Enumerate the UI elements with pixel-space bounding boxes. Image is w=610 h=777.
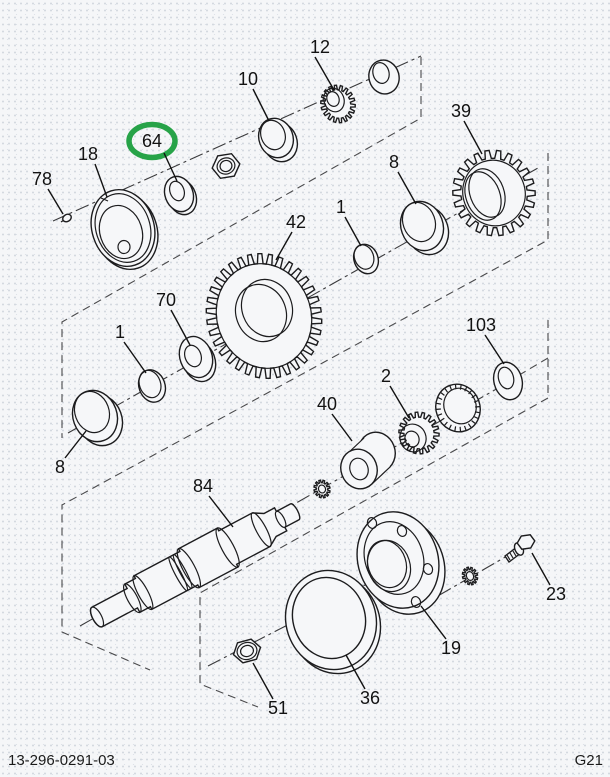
callout-leader-8-6 — [397, 171, 417, 205]
document-code: 13-296-0291-03 — [8, 752, 115, 769]
part-39-gear — [452, 149, 536, 237]
callout-label-18-4: 18 — [78, 144, 98, 164]
callout-leader-40-13 — [331, 413, 353, 442]
flange-bolt-hole — [410, 595, 422, 609]
callout-label-42-8: 42 — [286, 212, 306, 232]
callout-labels: 12 10 39 64 18 78 8 1 42 70 1 103 2 40 8 84 23 19 36 51 — [32, 37, 566, 718]
callout-label-78-5: 78 — [32, 169, 52, 189]
callout-label-51-19: 51 — [268, 698, 288, 718]
callout-label-70-9: 70 — [156, 290, 176, 310]
callout-label-8-14: 8 — [55, 457, 65, 477]
page-id: G21 — [574, 752, 603, 769]
callout-label-12-0: 12 — [310, 37, 330, 57]
callout-leader-1-10 — [123, 341, 147, 374]
callout-leader-18-4 — [94, 163, 108, 198]
callout-leader-1-7 — [344, 216, 362, 247]
callout-leader-70-9 — [170, 309, 191, 346]
part-42-gear — [205, 253, 323, 379]
callout-leader-78-5 — [47, 188, 64, 215]
callout-leader-103-11 — [484, 334, 505, 365]
callout-leader-10-1 — [252, 88, 270, 122]
axis-top-chain — [52, 55, 422, 222]
callout-label-1-10: 1 — [115, 322, 125, 342]
lock-washer-bolt — [461, 566, 479, 586]
part-64-washer — [163, 175, 198, 216]
serrated-bearing-cup — [435, 383, 481, 433]
callout-label-8-6: 8 — [389, 152, 399, 172]
part-23-bolt — [504, 534, 536, 564]
part-36-gasket-ring — [284, 569, 382, 675]
callout-label-1-7: 1 — [336, 197, 346, 217]
callout-label-103-11: 103 — [466, 315, 496, 335]
callout-leader-2-12 — [389, 385, 410, 419]
flange-bolt-hole — [396, 524, 408, 538]
lock-washer-shaft — [313, 479, 331, 499]
part-12-bearing-cone — [320, 84, 356, 124]
part-1-snap-ring-right — [352, 243, 380, 275]
callout-label-64-3: 64 — [142, 131, 162, 151]
part-10-bearing-cup — [257, 117, 299, 163]
axis-bolt — [416, 555, 508, 609]
part-2-bearing-cone — [398, 411, 440, 455]
callout-leader-84-15 — [208, 495, 234, 528]
part-84-countershaft — [89, 503, 301, 628]
part-70-thrust-washer — [178, 335, 217, 383]
part-8-bearing-cup-right — [399, 200, 450, 256]
part-18-bearing-shield — [90, 188, 159, 271]
callout-leader-23-16 — [531, 552, 551, 586]
flat-washer-top — [368, 59, 400, 95]
locknut-top — [211, 152, 241, 180]
part-40-spacer — [340, 431, 396, 490]
callout-leader-12-0 — [314, 56, 335, 91]
callout-label-19-17: 19 — [441, 638, 461, 658]
callout-label-36-18: 36 — [360, 688, 380, 708]
part-1-snap-ring-left — [137, 369, 167, 403]
callout-label-39-2: 39 — [451, 101, 471, 121]
callout-leader-51-19 — [252, 662, 274, 700]
callout-leader-64-3 — [163, 152, 178, 182]
flange-bolt-hole — [366, 516, 378, 530]
callout-leader-19-17 — [420, 605, 447, 640]
callout-leader-42-8 — [275, 231, 293, 261]
part-19-bearing-retainer-flange — [356, 511, 446, 615]
callout-label-23-16: 23 — [546, 584, 566, 604]
callout-leader-39-2 — [463, 120, 483, 155]
part-78-pin — [60, 213, 72, 223]
assembly-boundary-lines — [61, 57, 549, 708]
part-51-hex-nut — [232, 638, 262, 664]
part-8-bearing-cup-left — [71, 389, 124, 447]
callout-label-2-12: 2 — [381, 366, 391, 386]
callout-label-40-13: 40 — [317, 394, 337, 414]
callout-label-84-15: 84 — [193, 476, 213, 496]
flange-bolt-hole — [422, 562, 434, 576]
callout-leader-8-14 — [64, 430, 87, 459]
callout-label-10-1: 10 — [238, 69, 258, 89]
part-103-washer — [492, 361, 524, 401]
highlight-ellipse — [126, 121, 178, 161]
callout-leader-36-18 — [345, 654, 366, 690]
